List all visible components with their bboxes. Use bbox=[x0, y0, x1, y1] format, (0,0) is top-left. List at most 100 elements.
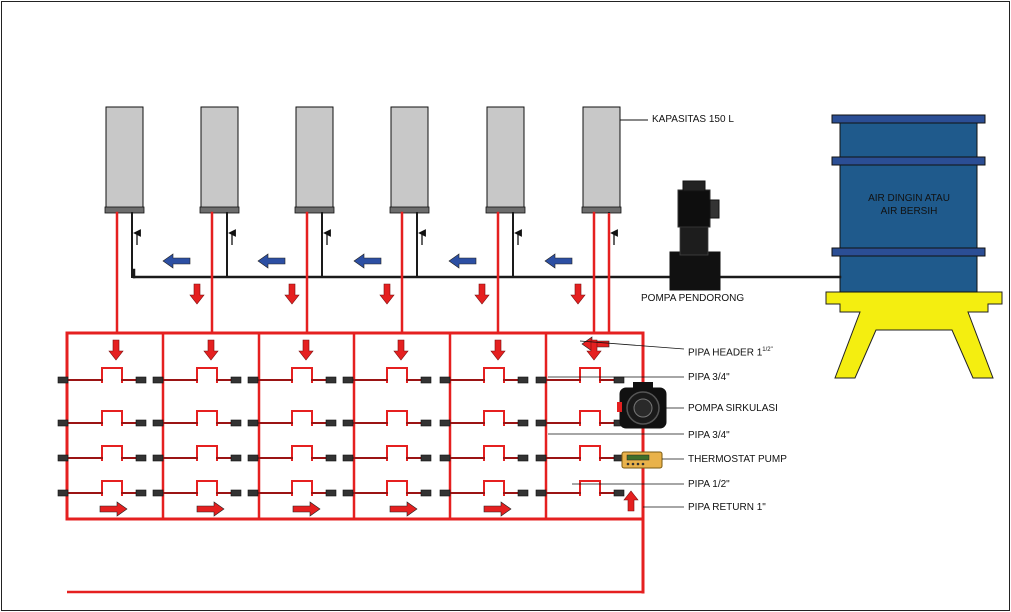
faucet-icon bbox=[247, 454, 259, 462]
faucet-icon bbox=[420, 454, 432, 462]
return-flow-arrow bbox=[99, 501, 128, 517]
faucet-icon bbox=[517, 419, 529, 427]
faucet-icon bbox=[152, 419, 164, 427]
hot-flow-arrow-down bbox=[284, 283, 300, 305]
faucet-icon bbox=[420, 419, 432, 427]
outlet-branch-pipe bbox=[579, 367, 601, 383]
outlet-branch-pipe bbox=[386, 480, 408, 496]
faucet-icon bbox=[420, 489, 432, 497]
header-down-arrow bbox=[203, 339, 219, 361]
faucet-icon bbox=[325, 454, 337, 462]
booster-pump-cap bbox=[682, 180, 706, 192]
faucet-icon bbox=[135, 376, 147, 384]
faucet-icon bbox=[439, 489, 451, 497]
outlet-branch-pipe bbox=[101, 445, 123, 461]
faucet-icon bbox=[342, 454, 354, 462]
header-down-arrow bbox=[586, 339, 602, 361]
thermostat-label: THERMOSTAT PUMP bbox=[688, 454, 787, 465]
faucet-icon bbox=[517, 376, 529, 384]
cold-flow-arrow bbox=[544, 253, 573, 269]
cold-flow-arrow bbox=[353, 253, 382, 269]
faucet-icon bbox=[135, 454, 147, 462]
tank-ring-low bbox=[831, 247, 986, 257]
faucet-icon bbox=[342, 489, 354, 497]
faucet-icon bbox=[439, 454, 451, 462]
faucet-icon bbox=[135, 419, 147, 427]
water-heater bbox=[582, 106, 621, 209]
capacity-label: KAPASITAS 150 L bbox=[652, 114, 734, 125]
header-down-arrow bbox=[108, 339, 124, 361]
tank-ring-mid bbox=[831, 156, 986, 166]
cold-flow-arrow bbox=[448, 253, 477, 269]
booster-pump-base bbox=[669, 251, 721, 291]
faucet-icon bbox=[57, 454, 69, 462]
faucet-icon bbox=[535, 419, 547, 427]
heater-base bbox=[199, 206, 240, 214]
outlet-branch-pipe bbox=[579, 480, 601, 496]
thermostat-button bbox=[631, 462, 635, 466]
outlet-branch-pipe bbox=[291, 367, 313, 383]
outlet-branch-pipe bbox=[101, 480, 123, 496]
hot-flow-arrow-down bbox=[379, 283, 395, 305]
faucet-icon bbox=[230, 376, 242, 384]
hot-flow-arrow-down bbox=[474, 283, 490, 305]
outlet-branch-pipe bbox=[196, 445, 218, 461]
thermostat-button bbox=[641, 462, 645, 466]
circulation-pump-rotor bbox=[633, 398, 653, 418]
header-pipe-label: PIPA HEADER 11/2" bbox=[688, 344, 773, 359]
faucet-icon bbox=[535, 376, 547, 384]
cold-flow-arrow bbox=[162, 253, 191, 269]
pipe-12-label: PIPA 1/2" bbox=[688, 479, 730, 490]
faucet-icon bbox=[535, 489, 547, 497]
faucet-icon bbox=[247, 376, 259, 384]
hot-flow-arrow-down bbox=[570, 283, 586, 305]
header-down-arrow bbox=[298, 339, 314, 361]
outlet-branch-pipe bbox=[483, 480, 505, 496]
faucet-icon bbox=[325, 376, 337, 384]
faucet-icon bbox=[57, 419, 69, 427]
return-flow-arrow bbox=[483, 501, 512, 517]
faucet-icon bbox=[230, 454, 242, 462]
outlet-branch-pipe bbox=[101, 367, 123, 383]
heater-base bbox=[485, 206, 526, 214]
faucet-icon bbox=[517, 489, 529, 497]
header-down-arrow bbox=[490, 339, 506, 361]
outlet-branch-pipe bbox=[291, 445, 313, 461]
return-flow-arrow bbox=[196, 501, 225, 517]
hot-flow-arrow-down bbox=[189, 283, 205, 305]
water-heater bbox=[200, 106, 239, 209]
faucet-icon bbox=[535, 454, 547, 462]
outlet-branch-pipe bbox=[386, 410, 408, 426]
faucet-icon bbox=[230, 489, 242, 497]
faucet-icon bbox=[613, 376, 625, 384]
tank-ring-top bbox=[831, 114, 986, 124]
tank-stand bbox=[825, 291, 1003, 379]
faucet-icon bbox=[230, 419, 242, 427]
outlet-branch-pipe bbox=[101, 410, 123, 426]
water-heater bbox=[105, 106, 144, 209]
faucet-icon bbox=[517, 454, 529, 462]
water-heater bbox=[390, 106, 429, 209]
label-leader-line bbox=[579, 340, 685, 350]
header-pipe-text: PIPA HEADER 1 bbox=[688, 347, 763, 359]
outlet-branch-pipe bbox=[196, 480, 218, 496]
heater-base bbox=[294, 206, 335, 214]
outlet-branch-pipe bbox=[483, 367, 505, 383]
booster-pump-motor bbox=[677, 189, 711, 228]
faucet-icon bbox=[613, 489, 625, 497]
faucet-icon bbox=[247, 419, 259, 427]
heater-base bbox=[389, 206, 430, 214]
faucet-icon bbox=[152, 454, 164, 462]
heater-base bbox=[581, 206, 622, 214]
heater-base bbox=[104, 206, 145, 214]
outlet-branch-pipe bbox=[579, 410, 601, 426]
thermostat-button bbox=[636, 462, 640, 466]
cold-flow-arrow bbox=[257, 253, 286, 269]
circulation-pump-top bbox=[633, 382, 653, 390]
faucet-icon bbox=[439, 376, 451, 384]
faucet-icon bbox=[247, 489, 259, 497]
outlet-branch-pipe bbox=[291, 480, 313, 496]
